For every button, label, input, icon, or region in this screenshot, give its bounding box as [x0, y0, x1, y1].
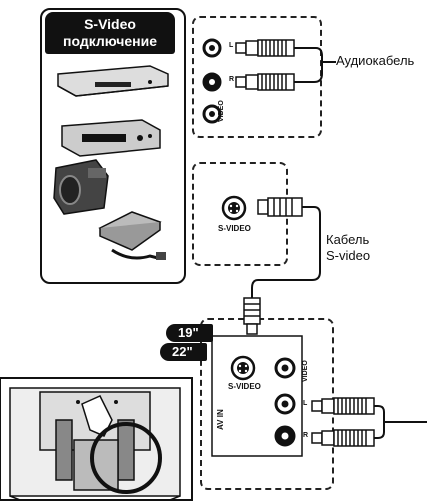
svideo-plug-vertical-icon — [243, 297, 261, 335]
svideo-cable-label-line1: Кабель — [326, 232, 370, 247]
tv-left-label: L — [303, 400, 308, 407]
svideo-cable-line — [251, 206, 321, 298]
audio-cable-line — [294, 47, 336, 83]
audio-plug-lower-icon — [235, 73, 295, 91]
vcr-icon — [61, 119, 161, 157]
audio-plug-upper-icon — [235, 39, 295, 57]
tv-audio-plug-upper-icon — [311, 397, 375, 415]
svideo-cable-label-line2: S-video — [326, 248, 371, 263]
dvd-player-icon — [57, 65, 169, 97]
device-panel-title-line2: подключение — [63, 33, 157, 49]
svideo-plug-horizontal-icon — [257, 197, 303, 217]
top-jack-left-label: L — [229, 42, 234, 49]
tv-av-in-label: AV IN — [216, 409, 225, 430]
svideo-source-jack-icon — [221, 195, 247, 221]
device-panel-title-line1: S-Video — [84, 16, 136, 32]
tv-svideo-jack-icon — [230, 355, 256, 381]
tv-audio-plug-lower-icon — [311, 429, 375, 447]
tv-svideo-label: S-VIDEO — [228, 382, 261, 391]
top-jack-right-label: R — [229, 76, 235, 83]
tv-video-label: VIDEO — [302, 360, 309, 382]
dock-device-icon — [98, 211, 166, 260]
top-jack-video-icon — [202, 104, 222, 124]
camcorder-icon — [53, 159, 109, 215]
size-badge-22: 22" — [160, 343, 207, 361]
tv-left-jack-icon — [274, 393, 296, 415]
tv-right-label: R — [303, 432, 309, 439]
audio-cable-label: Аудиокабель — [336, 53, 415, 68]
tv-rear-icon — [0, 377, 193, 501]
tv-video-jack-icon — [274, 357, 296, 379]
svideo-source-label: S-VIDEO — [218, 224, 251, 233]
tv-audio-cable-line — [374, 405, 427, 439]
size-badge-19: 19" — [166, 324, 213, 342]
tv-right-jack-icon — [274, 425, 296, 447]
top-jack-video-label: VIDEO — [218, 100, 225, 122]
top-jack-right-icon — [202, 72, 222, 92]
device-panel-title: S-Video подключение — [45, 12, 175, 54]
top-jack-left-icon — [202, 38, 222, 58]
